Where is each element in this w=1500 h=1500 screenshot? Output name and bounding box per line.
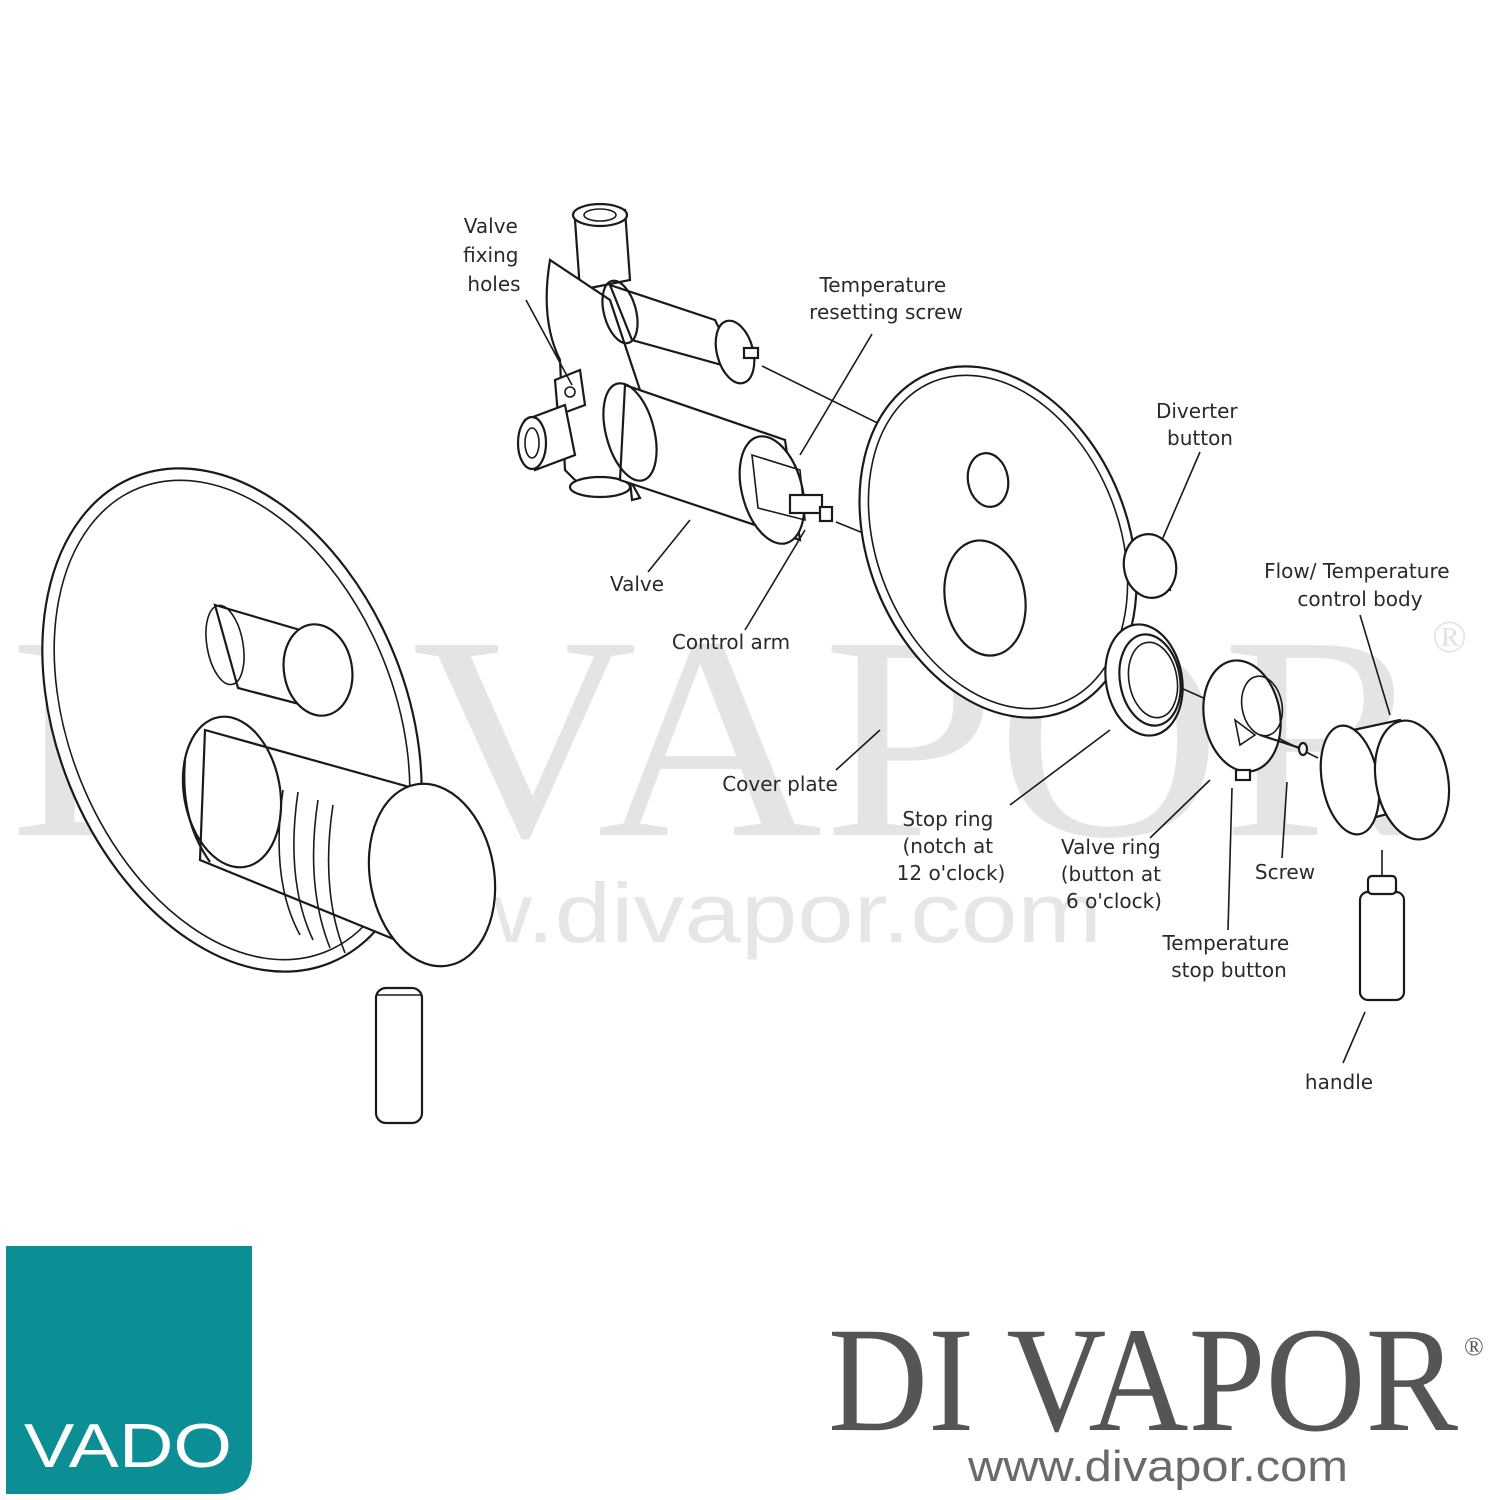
- label-temperature-stop-button: Temperature stop button: [1161, 931, 1295, 982]
- label-flow-temperature-control-body: Flow/ Temperature control body: [1264, 559, 1456, 611]
- label-control-arm: Control arm: [672, 630, 790, 654]
- label-diverter-button: Diverter button: [1156, 399, 1244, 450]
- assembled-mixer: [41, 467, 497, 1125]
- valve-ring-part: [1202, 659, 1284, 782]
- label-valve-ring: Valve ring (button at 6 o'clock): [1061, 835, 1168, 913]
- brand-url: www.divapor.com: [967, 1442, 1348, 1491]
- labels: Valve fixing holes Temperature resetting…: [463, 214, 1456, 1094]
- valve-body: [516, 202, 834, 545]
- control-body-part: [1319, 718, 1451, 841]
- brand-registered: ®: [1464, 1332, 1484, 1361]
- diverter-button-part: [1122, 533, 1178, 599]
- screw-part: [1259, 733, 1309, 757]
- vado-logo-text: VADO: [24, 1412, 232, 1481]
- label-stop-ring: Stop ring (notch at 12 o'clock): [897, 807, 1006, 885]
- label-screw: Screw: [1255, 860, 1315, 884]
- watermark-registered: ®: [1432, 611, 1467, 662]
- label-temperature-resetting-screw: Temperature resetting screw: [809, 273, 963, 324]
- brand-title: DI VAPOR: [828, 1297, 1458, 1463]
- label-cover-plate: Cover plate: [722, 772, 838, 796]
- handle-part: [1358, 850, 1406, 1002]
- label-valve: Valve: [610, 572, 664, 596]
- vado-logo-badge: [6, 1246, 252, 1494]
- label-valve-fixing-holes: Valve fixing holes: [463, 214, 525, 296]
- divapor-brand: DI VAPOR ® www.divapor.com: [828, 1297, 1484, 1491]
- cover-plate: [858, 365, 1138, 719]
- leader-lines: [525, 299, 1391, 1064]
- vado-logo: VADO: [6, 1246, 252, 1494]
- label-handle: handle: [1305, 1070, 1373, 1094]
- stop-ring-part: [1104, 623, 1184, 737]
